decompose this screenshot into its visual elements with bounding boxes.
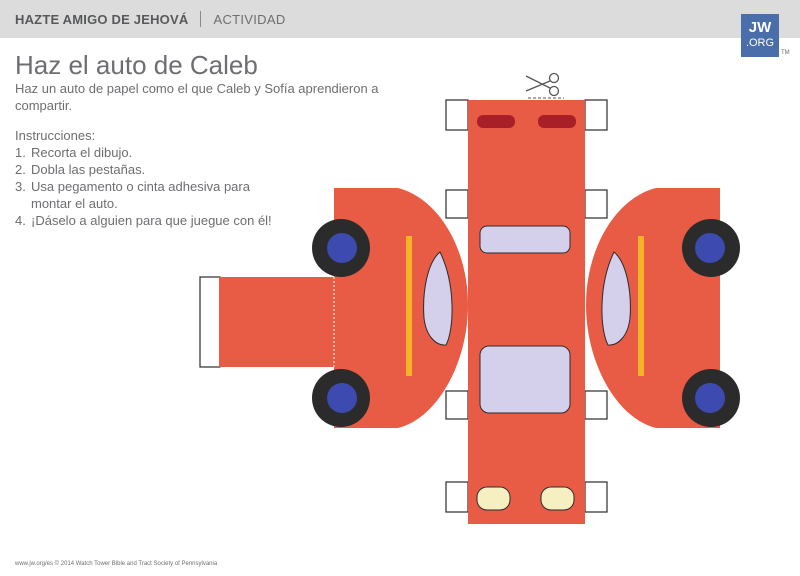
series-title: HAZTE AMIGO DE JEHOVÁ xyxy=(15,11,189,27)
wheel-right-front xyxy=(682,369,740,427)
glue-tab xyxy=(445,481,469,513)
step-text: Recorta el dibujo. xyxy=(31,145,133,160)
header-divider xyxy=(200,11,202,27)
glue-tab xyxy=(584,390,608,420)
glue-tab xyxy=(445,99,469,131)
glue-tab xyxy=(199,276,221,368)
glue-tabs xyxy=(199,99,608,513)
step-number: 1. xyxy=(15,145,26,160)
scissors-icon xyxy=(525,72,560,97)
step-text: Dobla las pestañas. xyxy=(31,162,146,177)
instruction-step: 2. Dobla las pestañas. xyxy=(15,161,285,178)
logo-text-jw: JW xyxy=(748,19,772,36)
logo-text-org: .ORG xyxy=(745,37,775,49)
instructions-heading: Instrucciones: xyxy=(15,128,96,143)
glue-tab xyxy=(584,481,608,513)
tail-light xyxy=(538,115,576,128)
step-text: ¡Dáselo a alguien para que juegue con él… xyxy=(31,213,272,228)
door-stripe-left xyxy=(406,236,412,376)
page-subtitle: Haz un auto de papel como el que Caleb y… xyxy=(15,81,379,113)
instruction-step: 1. Recorta el dibujo. xyxy=(15,144,285,161)
instruction-step: 4. ¡Dáselo a alguien para que juegue con … xyxy=(15,212,285,229)
wheel-left-front xyxy=(312,369,370,427)
side-window-left xyxy=(423,251,453,346)
side-window-right xyxy=(601,251,631,346)
instruction-steps: 1. Recorta el dibujo. 2. Dobla las pestaña… xyxy=(15,144,285,229)
glue-tab xyxy=(584,189,608,219)
glue-tab xyxy=(445,390,469,420)
door-stripe-right xyxy=(638,236,644,376)
step-number: 2. xyxy=(15,162,26,177)
hood-flap xyxy=(219,277,334,367)
wheel-left-rear xyxy=(312,219,370,277)
windshield xyxy=(479,345,571,414)
main-body-strip xyxy=(468,100,585,524)
step-number: 3. xyxy=(15,179,26,194)
tail-light xyxy=(477,115,515,128)
header-bar: HAZTE AMIGO DE JEHOVÁ ACTIVIDAD xyxy=(0,0,800,38)
instruction-step: 3. Usa pegamento o cinta adhesiva para mo… xyxy=(15,178,285,212)
headlight xyxy=(540,486,575,511)
activity-label: ACTIVIDAD xyxy=(213,11,286,27)
glue-tab xyxy=(584,99,608,131)
step-text: Usa pegamento o cinta adhesiva para mont… xyxy=(31,179,250,211)
jw-org-logo[interactable]: JW .ORG xyxy=(741,14,779,57)
wheel-right-rear xyxy=(682,219,740,277)
glue-tab xyxy=(445,189,469,219)
copyright-footer: www.jw.org/es © 2014 Watch Tower Bible a… xyxy=(15,561,218,567)
trademark-mark: TM xyxy=(781,50,790,56)
step-number: 4. xyxy=(15,213,26,228)
headlight xyxy=(476,486,511,511)
rear-window xyxy=(479,225,571,254)
page-title: Haz el auto de Caleb xyxy=(15,50,258,80)
